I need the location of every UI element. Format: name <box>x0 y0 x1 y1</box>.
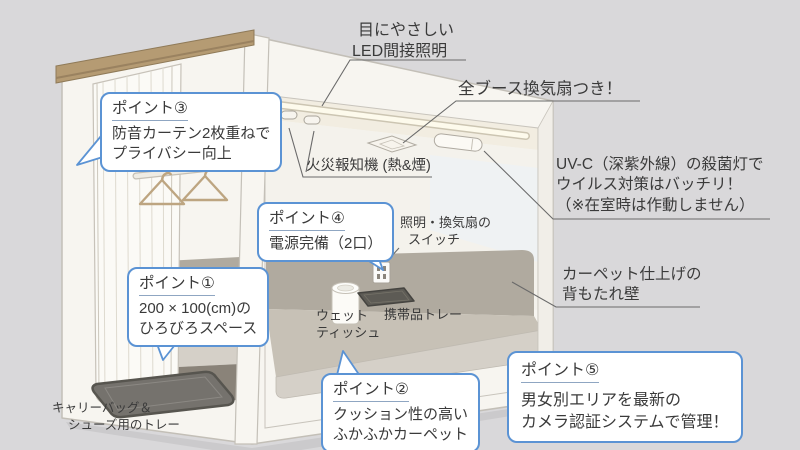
fire-sensor <box>280 110 298 120</box>
floor-shadow <box>66 402 566 450</box>
label-line: 携帯品トレー <box>384 307 463 322</box>
outlet-slot <box>383 266 386 271</box>
curtain-rail-edge <box>55 40 255 79</box>
callout-point3: ポイント③ 防音カーテン2枚重ねで プライバシー向上 <box>100 92 283 172</box>
label-line: 背もたれ壁 <box>562 286 640 304</box>
callout-title: ポイント② <box>333 379 409 402</box>
callout-line: ひろびろスペース <box>139 320 258 337</box>
label-backrest: カーペット仕上げの 背もたれ壁 <box>562 265 702 306</box>
label-wet-tissue: ウェット ティッシュ <box>316 307 380 341</box>
callout-line: カメラ認証システムで管理！ <box>521 414 729 431</box>
label-line: 目にやさしい <box>358 22 455 39</box>
label-fire-alarm: 火災報知機 (熱&煙) <box>306 157 431 176</box>
label-line: カーペット仕上げの <box>562 266 702 283</box>
fire-sensor <box>303 115 321 125</box>
callout-line: プライバシー向上 <box>112 145 232 162</box>
label-led-lighting: 目にやさしい LED間接照明 <box>352 20 454 62</box>
bed-carpet <box>266 309 542 377</box>
label-line: ティッシュ <box>316 325 381 341</box>
floor-tray <box>91 370 235 419</box>
callout-title: ポイント④ <box>269 208 345 231</box>
label-line: シューズ用のトレー <box>68 417 180 432</box>
callout-line: 男女別エリアを最新の <box>521 392 682 409</box>
leader-line <box>288 59 770 308</box>
uvc-glow <box>430 155 538 262</box>
callout-point5: ポイント⑤ 男女別エリアを最新の カメラ認証システムで管理！ <box>507 351 743 443</box>
label-floor-tray: キャリーバッグ＆ シューズ用のトレー <box>52 400 180 433</box>
callout-line: 電源完備（2口） <box>269 235 383 252</box>
callout-title: ポイント① <box>139 273 215 296</box>
mobile-tray <box>357 287 415 307</box>
uvc-lamp <box>433 133 483 152</box>
label-line: 照明・換気扇の <box>400 215 492 230</box>
vent-fan-louver <box>378 139 406 150</box>
label-line: 火災報知機 (熱&煙) <box>306 158 431 174</box>
callout-line: 防音カーテン2枚重ねで <box>112 125 271 142</box>
label-line: ウイルス対策はバッチリ！ <box>556 176 743 194</box>
callout-title: ポイント③ <box>112 98 188 121</box>
hanger-icon <box>138 171 186 206</box>
label-line: キャリーバッグ＆ <box>52 401 152 415</box>
outlet-slot <box>377 274 380 279</box>
callout-title: ポイント⑤ <box>521 360 600 383</box>
callout-point1: ポイント① 200 × 100(cm)の ひろびろスペース <box>127 267 270 347</box>
callout-point2: ポイント② クッション性の高い ふかふかカーペット <box>321 373 481 450</box>
vent-fan <box>366 135 418 153</box>
outlet-slot <box>383 274 386 279</box>
label-vent-fan: 全ブース換気扇つき！ <box>458 79 622 101</box>
label-line: （※在室時は作動しません） <box>556 196 755 214</box>
outlet-slot <box>377 266 380 271</box>
label-switch: 照明・換気扇の スイッチ <box>400 214 491 248</box>
callout-line: クッション性の高い <box>333 406 469 423</box>
label-line: 全ブース換気扇つき！ <box>458 80 623 98</box>
callout-line: 200 × 100(cm)の <box>139 300 252 317</box>
callout-point4: ポイント④ 電源完備（2口） <box>257 202 395 262</box>
label-line: ウェット <box>316 308 369 323</box>
label-uvc: UV-C（深紫外線）の殺菌灯で ウイルス対策はバッチリ！ （※在室時は作動しませ… <box>556 155 764 216</box>
wet-tissue-container <box>331 282 360 325</box>
label-line: スイッチ <box>408 232 461 248</box>
led-strip-glow <box>269 101 529 139</box>
label-line: LED間接照明 <box>352 43 448 61</box>
label-line: UV-C（深紫外線）の殺菌灯で <box>556 156 764 173</box>
label-mobile-tray: 携帯品トレー <box>384 306 462 323</box>
callout-line: ふかふかカーペット <box>333 426 469 443</box>
